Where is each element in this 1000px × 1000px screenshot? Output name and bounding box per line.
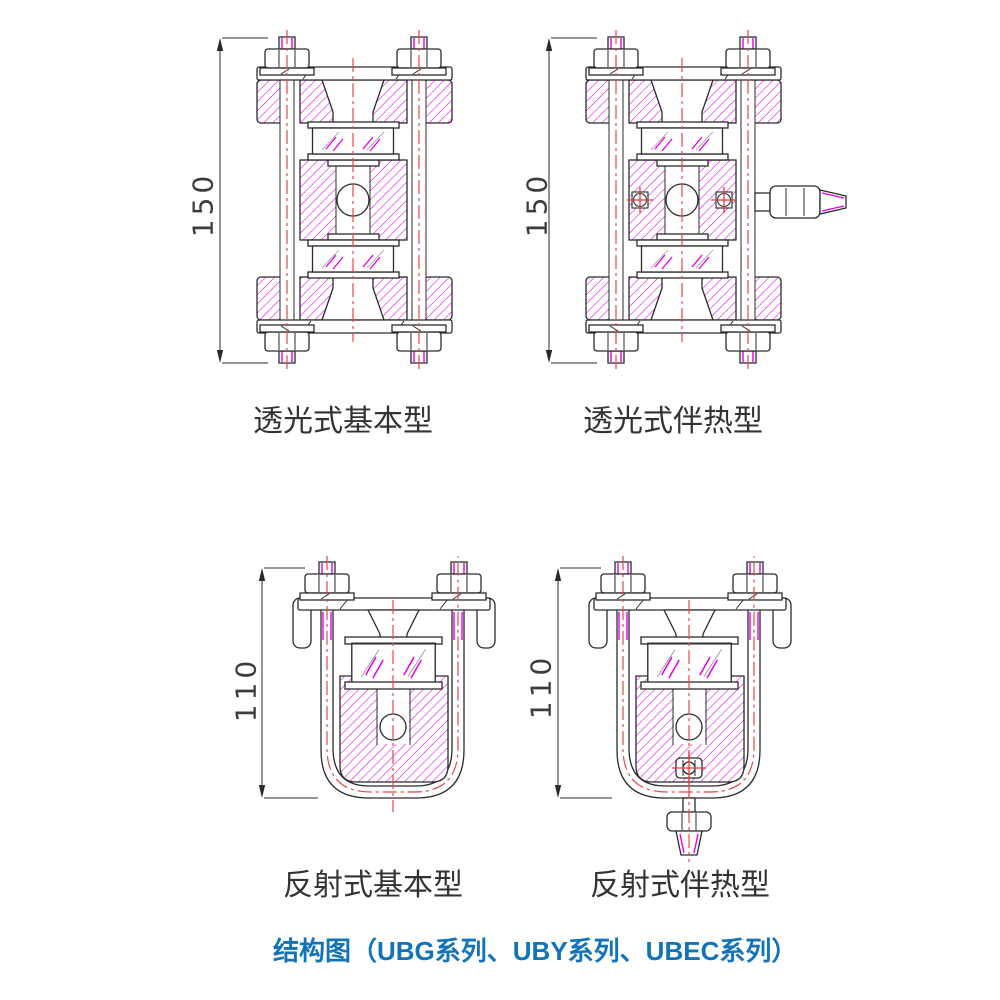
figure-caption-translucent-heated: 透光式伴热型: [583, 405, 763, 438]
figure-caption-reflective-heated: 反射式伴热型: [590, 869, 770, 902]
figure-reflective-heated-drawing: [554, 556, 791, 862]
dimension-label-110-left: 110: [229, 656, 263, 723]
dimension-label-150-left: 150: [186, 171, 220, 238]
dimension-label-110-right: 110: [524, 653, 558, 720]
dimension-line-150-right: [545, 37, 597, 364]
side-heat-nozzle: [754, 185, 847, 219]
figure-translucent-basic-drawing: [216, 30, 452, 370]
dimension-label-150-right: 150: [520, 171, 554, 238]
dimension-line-110-right: [554, 567, 612, 799]
figure-caption-reflective-basic: 反射式基本型: [283, 869, 463, 902]
bottom-heat-fitting: [672, 752, 706, 784]
bottom-heat-nozzle: [666, 784, 712, 862]
figure-reflective-basic-drawing: [258, 556, 495, 812]
dimension-line-150-left: [216, 37, 268, 364]
footer-title: 结构图（UBG系列、UBY系列、UBEC系列）: [273, 936, 798, 966]
dimension-line-110-left: [258, 567, 318, 799]
figure-translucent-heated-drawing: [545, 30, 847, 370]
figure-caption-translucent-basic: 透光式基本型: [253, 405, 433, 438]
